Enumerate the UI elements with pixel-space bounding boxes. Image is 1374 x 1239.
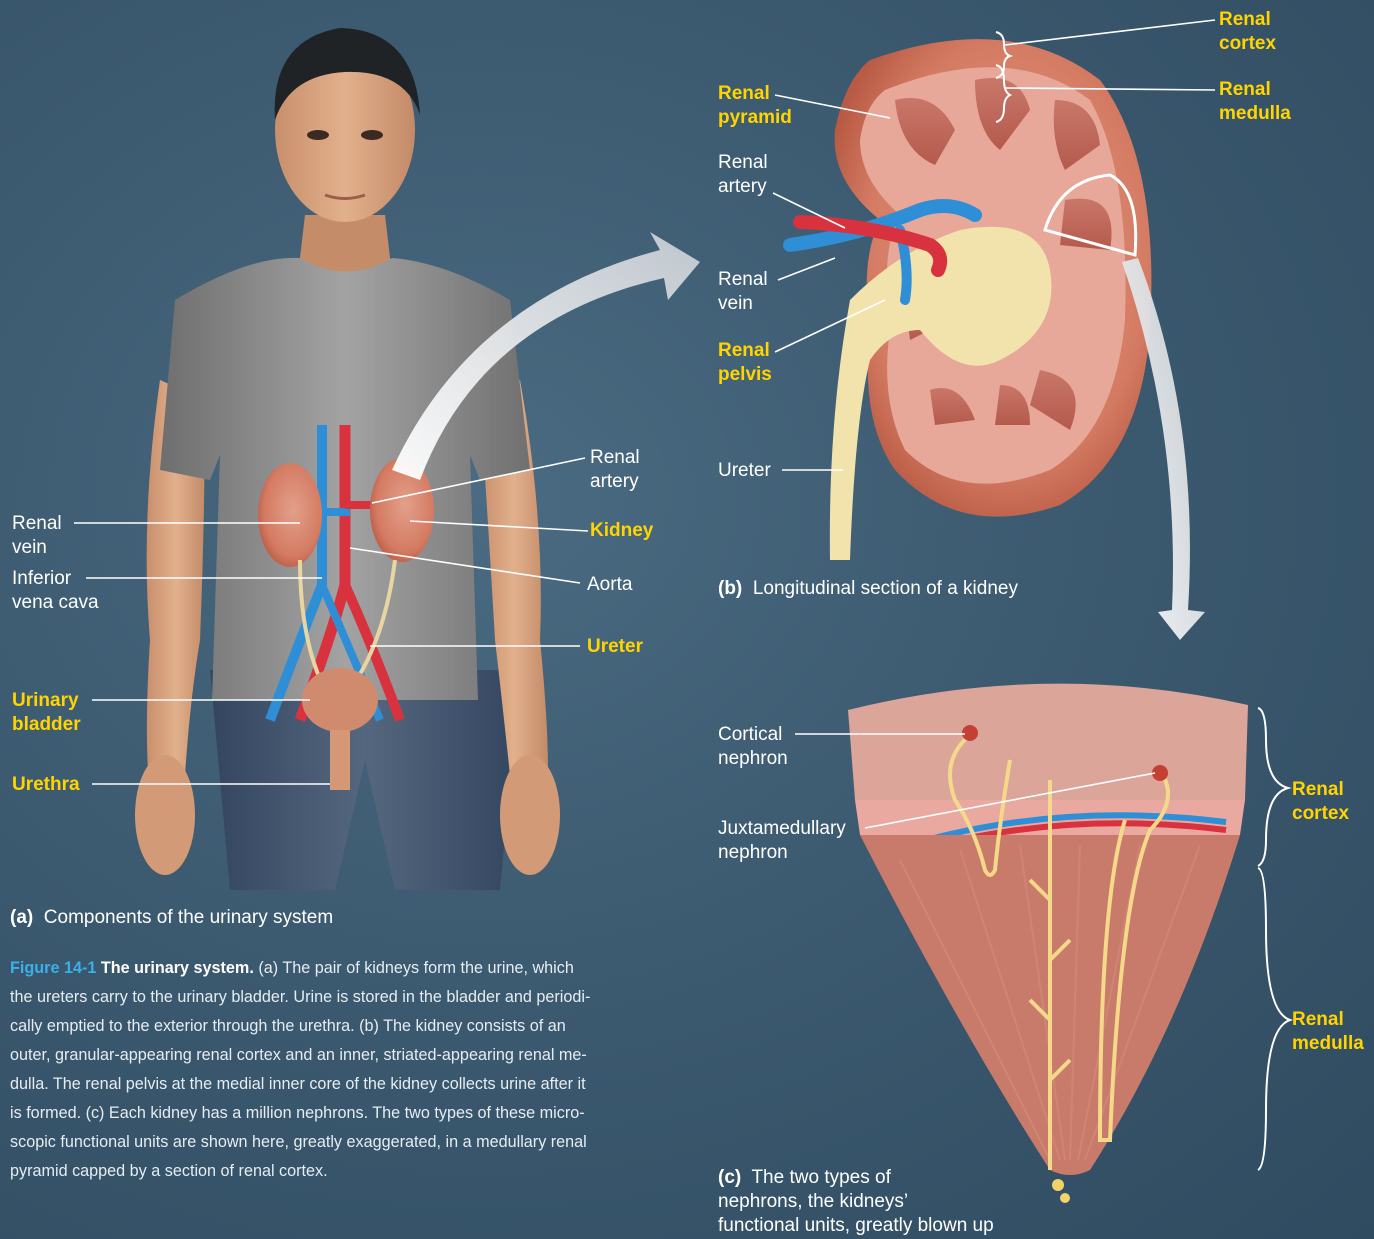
label-ureter-a: Ureter [587, 635, 643, 659]
human-figure [135, 28, 560, 890]
figure-title: The urinary system. [101, 959, 254, 977]
pyramid-section [848, 684, 1248, 1203]
caption-b: (b) Longitudinal section of a kidney [718, 577, 1018, 601]
figure-legend: Figure 14-1 The urinary system. (a) The … [10, 954, 678, 1186]
label-ureter-b: Ureter [718, 459, 771, 483]
caption-c: (c) The two types of nephrons, the kidne… [718, 1166, 994, 1238]
caption-a: (a) Components of the urinary system [10, 906, 333, 930]
label-aorta: Aorta [587, 573, 632, 597]
kidney-section [790, 39, 1151, 560]
label-kidney: Kidney [590, 519, 653, 543]
label-urethra: Urethra [12, 773, 80, 797]
figure-number: Figure 14-1 [10, 959, 96, 977]
